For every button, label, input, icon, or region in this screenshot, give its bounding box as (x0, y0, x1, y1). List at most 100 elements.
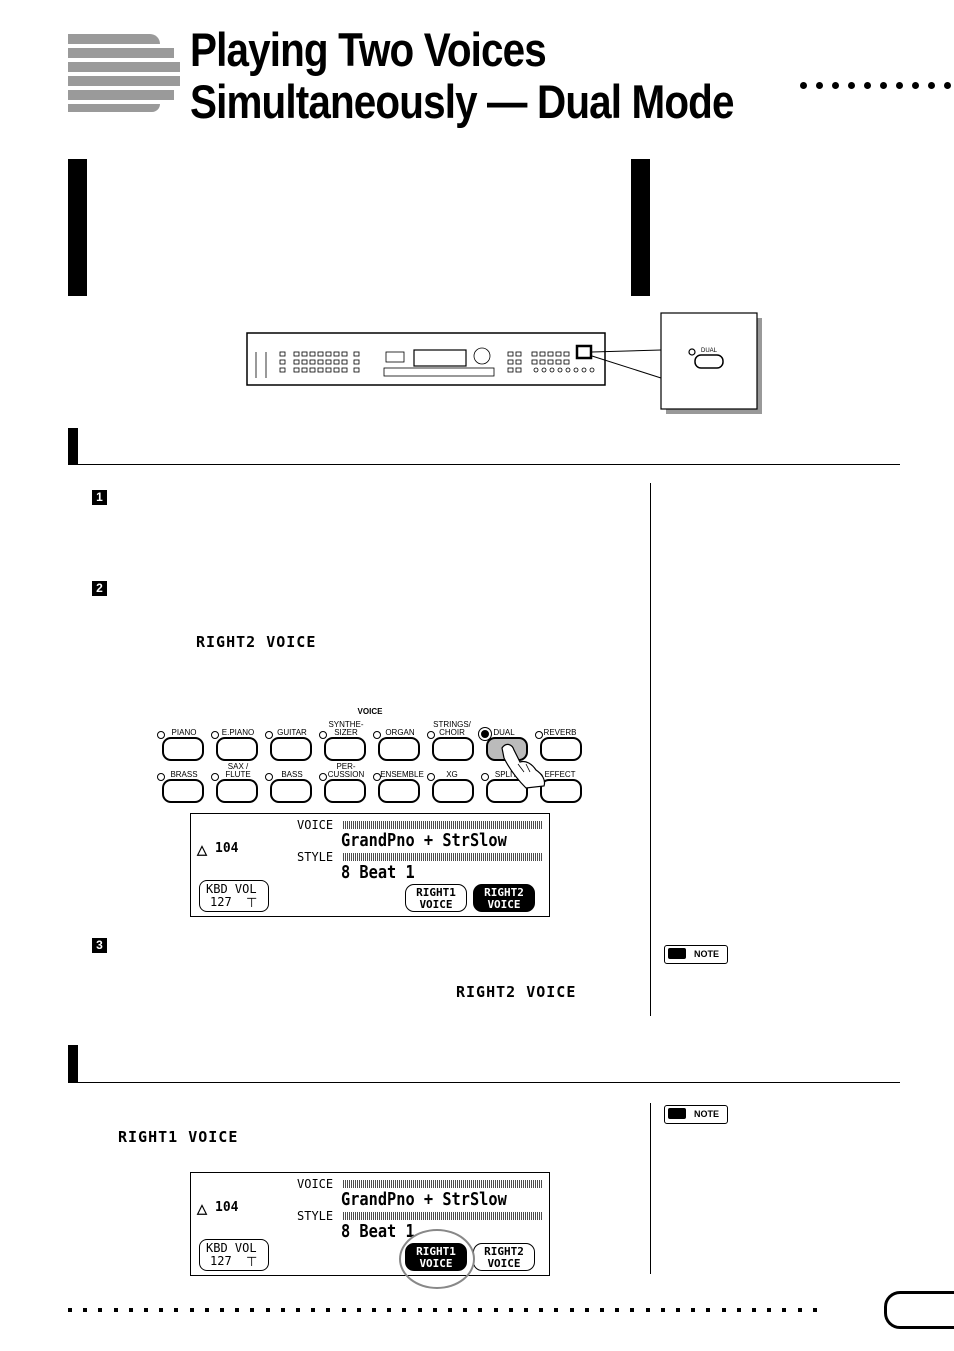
reverb-led (535, 731, 543, 739)
pressing-hand-icon (501, 743, 546, 789)
kbd-vol-value: 127 (210, 895, 232, 909)
right1-voice-softkey[interactable]: RIGHT1 VOICE (405, 884, 467, 912)
xg-led (427, 773, 435, 781)
reverb-button[interactable] (540, 737, 582, 761)
step-1-number: 1 (92, 490, 107, 505)
voice-label: VOICE (297, 1177, 334, 1191)
e-piano-led (211, 731, 219, 739)
title-line-1: Playing Two Voices (190, 23, 547, 76)
piano-led (157, 731, 165, 739)
kbd-vol-label: KBD VOL (206, 882, 257, 896)
lcd-display-1: △ 104 VOICE GrandPno + StrSlow STYLE 8 B… (190, 813, 550, 917)
step2-keyword: RIGHT2 VOICE (196, 633, 317, 651)
split-label: SPLIT (494, 770, 518, 779)
voice-button-panel: VOICE PIANO E.PIANO GUITAR SYNTHE- SIZER… (150, 700, 590, 806)
section1-rule (68, 464, 900, 465)
percussion-label: PER- CUSSION (327, 762, 365, 779)
bass-button[interactable] (270, 779, 312, 803)
brass-label: BRASS (170, 770, 198, 779)
metronome-icon: △ (197, 842, 207, 857)
highlight-circle (399, 1229, 475, 1289)
sax-flute-led (211, 773, 219, 781)
slider-icon: ⊤ (246, 895, 258, 910)
strings-choir-led (427, 731, 435, 739)
right2-voice-softkey[interactable]: RIGHT2 VOICE (473, 1243, 535, 1271)
keyboard-panel-diagram (246, 312, 762, 414)
voice-hatch (343, 821, 543, 829)
metronome-icon: △ (197, 1201, 207, 1216)
page-number-tab (884, 1291, 954, 1329)
intro-left-bar (68, 159, 87, 296)
step-2-number: 2 (92, 581, 107, 596)
section1-marker (68, 428, 78, 465)
reverb-label: REVERB (543, 728, 577, 737)
piano-label: PIANO (171, 728, 197, 737)
sax-flute-button[interactable] (216, 779, 258, 803)
xg-button[interactable] (432, 779, 474, 803)
softkey2-line1: RIGHT2 (484, 886, 524, 899)
percussion-led (319, 773, 327, 781)
note-badge-2: NOTE (664, 1105, 728, 1124)
kbd-vol-value: 127 (210, 1254, 232, 1268)
e-piano-button[interactable] (216, 737, 258, 761)
organ-button[interactable] (378, 737, 420, 761)
dual-label: DUAL (493, 728, 515, 737)
page-title: Playing Two Voices Simultaneously — Dual… (190, 24, 734, 128)
style-hatch (343, 853, 543, 861)
tempo-value: 104 (215, 841, 239, 856)
voice-panel-heading: VOICE (357, 707, 383, 716)
tempo-value: 104 (215, 1200, 239, 1215)
brass-led (157, 773, 165, 781)
lcd-display-2: △ 104 VOICE GrandPno + StrSlow STYLE 8 B… (190, 1172, 550, 1289)
slider-icon: ⊤ (246, 1254, 258, 1269)
style-hatch (343, 1212, 543, 1220)
organ-led (373, 731, 381, 739)
step3-keyword: RIGHT2 VOICE (456, 983, 577, 1001)
section2-column-divider (650, 1103, 651, 1274)
bass-label: BASS (281, 770, 303, 779)
strings-choir-button[interactable] (432, 737, 474, 761)
split-led (481, 773, 489, 781)
kbd-vol-box[interactable]: KBD VOL 127 ⊤ (199, 1239, 269, 1271)
section1-column-divider (650, 483, 651, 1016)
softkey2-line1: RIGHT2 (484, 1245, 524, 1258)
style-value: 8 Beat 1 (341, 862, 415, 883)
guitar-led (265, 731, 273, 739)
brass-button[interactable] (162, 779, 204, 803)
ensemble-label: ENSEMBLE (380, 770, 424, 779)
intro-right-bar (631, 159, 650, 296)
synthesizer-label: SYNTHE- SIZER (328, 720, 364, 737)
section2-rule (68, 1082, 900, 1083)
voice-value: GrandPno + StrSlow (341, 830, 507, 851)
guitar-button[interactable] (270, 737, 312, 761)
guitar-label: GUITAR (277, 728, 307, 737)
note-icon (668, 948, 686, 959)
style-label: STYLE (297, 850, 334, 864)
voice-hatch (343, 1180, 543, 1188)
softkey1-line2: VOICE (419, 898, 453, 911)
section2-marker (68, 1045, 78, 1082)
softkey1-line1: RIGHT1 (416, 886, 456, 899)
piano-button[interactable] (162, 737, 204, 761)
title-line-2: Simultaneously — Dual Mode (190, 75, 734, 128)
right2-voice-softkey-selected[interactable]: RIGHT2 VOICE (473, 884, 535, 912)
style-label: STYLE (297, 1209, 334, 1223)
synthesizer-button[interactable] (324, 737, 366, 761)
header-stripes-logo (68, 34, 180, 112)
kbd-vol-label: KBD VOL (206, 1241, 257, 1255)
effect-label: EFFECT (544, 770, 576, 779)
percussion-button[interactable] (324, 779, 366, 803)
kbd-vol-box[interactable]: KBD VOL 127 ⊤ (199, 880, 269, 912)
step-3-number: 3 (92, 938, 107, 953)
section2-keyword: RIGHT1 VOICE (118, 1128, 239, 1146)
style-value: 8 Beat 1 (341, 1221, 415, 1242)
organ-label: ORGAN (385, 728, 415, 737)
ensemble-button[interactable] (378, 779, 420, 803)
note-label: NOTE (694, 949, 720, 959)
header-dotted-leader (800, 82, 954, 92)
voice-value: GrandPno + StrSlow (341, 1189, 507, 1210)
dual-led-lit (481, 730, 489, 738)
callout-dual-label: DUAL (701, 348, 718, 354)
note-badge-1: NOTE (664, 945, 728, 964)
effect-button[interactable] (540, 779, 582, 803)
